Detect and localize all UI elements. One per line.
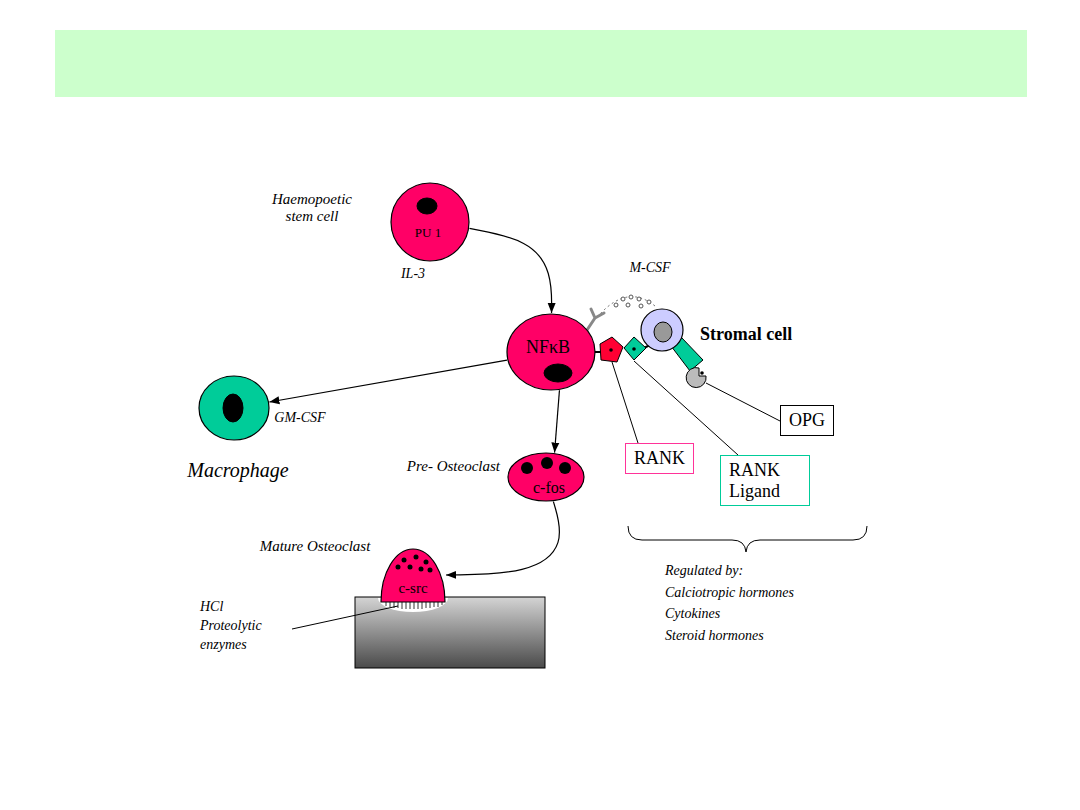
stromal-cell: Stromal cell: [640, 308, 684, 352]
nucleus: [417, 198, 437, 214]
note-item: Cytokines: [665, 606, 720, 623]
macrophage-cell: Macrophage: [198, 375, 270, 441]
cell-body: [507, 314, 595, 390]
cell-outline: [198, 375, 270, 441]
secretion-arc: [600, 297, 655, 314]
nucleus: [559, 462, 571, 474]
osteoclast-cell: Mature Osteoclastc-src: [380, 548, 446, 602]
receptor-dot: [609, 348, 613, 352]
note-item: Steroid hormones: [665, 628, 764, 645]
ligand-dot: [632, 347, 636, 351]
note-heading: Regulated by:: [665, 563, 743, 580]
leader-line: [612, 362, 638, 443]
nucleus: [414, 555, 419, 560]
cell-body: [641, 309, 683, 351]
cell-name: Pre- Osteoclast: [407, 458, 500, 475]
cell-body: [381, 549, 445, 602]
opg-dot: [700, 371, 704, 375]
cell-name: Stromal cell: [700, 324, 792, 345]
cytokine-label: IL-3: [401, 266, 425, 282]
callout-box: OPG: [780, 405, 834, 436]
gene-label: c-src: [398, 580, 427, 597]
callout-box: RANK Ligand: [720, 455, 810, 506]
cell-name: Haemopoetic stem cell: [262, 191, 362, 226]
opg-symbol: [686, 368, 706, 388]
arrow-connector: [555, 390, 560, 452]
edge-label: GM-CSF: [272, 410, 327, 427]
m-csf-receptor: [587, 309, 604, 330]
gene-label: c-fos: [533, 479, 565, 497]
cell-name: Mature Osteoclast: [260, 538, 371, 555]
cell-outline: [390, 182, 470, 262]
callout-box: RANK: [625, 443, 694, 474]
annotation-text: HCl Proteolytic enzymes: [200, 597, 280, 654]
brace: [628, 526, 867, 552]
signal-label: M-CSF: [629, 260, 670, 277]
cell-body: [199, 376, 269, 440]
cell-body: [391, 183, 469, 261]
callout-text: RANK: [634, 448, 685, 469]
leader-line: [634, 361, 738, 455]
nucleus: [223, 394, 243, 422]
nucleus: [402, 558, 407, 563]
nucleus: [521, 462, 533, 474]
bone-block: [355, 597, 545, 668]
leader-line: [706, 383, 780, 421]
nucleus: [424, 560, 429, 565]
cell-outline: [640, 308, 684, 352]
pre-osteoclast-cell: Pre- Osteoclastc-fos: [507, 452, 585, 502]
m-csf-particles: [614, 295, 651, 308]
rank-ligand-symbol: [624, 337, 646, 360]
factor-label: NFκB: [526, 337, 570, 358]
callout-text: OPG: [789, 410, 825, 431]
header-band: [55, 30, 1027, 97]
nucleus: [419, 567, 424, 572]
cell-name: Macrophage: [187, 459, 288, 482]
stem-cell: Haemopoetic stem cellPU 1IL-3: [390, 182, 470, 262]
nucleus: [544, 364, 572, 382]
gene-label: PU 1: [415, 226, 441, 241]
progenitor-cell: NFκB: [506, 313, 596, 391]
arrow-connector: [469, 228, 551, 313]
note-item: Calciotropic hormones: [665, 585, 794, 602]
nucleus: [654, 322, 672, 342]
nucleus: [396, 565, 401, 570]
callout-text: RANK Ligand: [729, 460, 801, 501]
nucleus: [428, 568, 433, 573]
rank-receptor: [600, 337, 623, 362]
nucleus: [541, 457, 553, 469]
arrow-connector: [269, 360, 507, 402]
leader-line: [292, 606, 398, 629]
cell-body: [508, 453, 584, 501]
nucleus: [408, 565, 413, 570]
arrow-connector: [446, 502, 559, 575]
